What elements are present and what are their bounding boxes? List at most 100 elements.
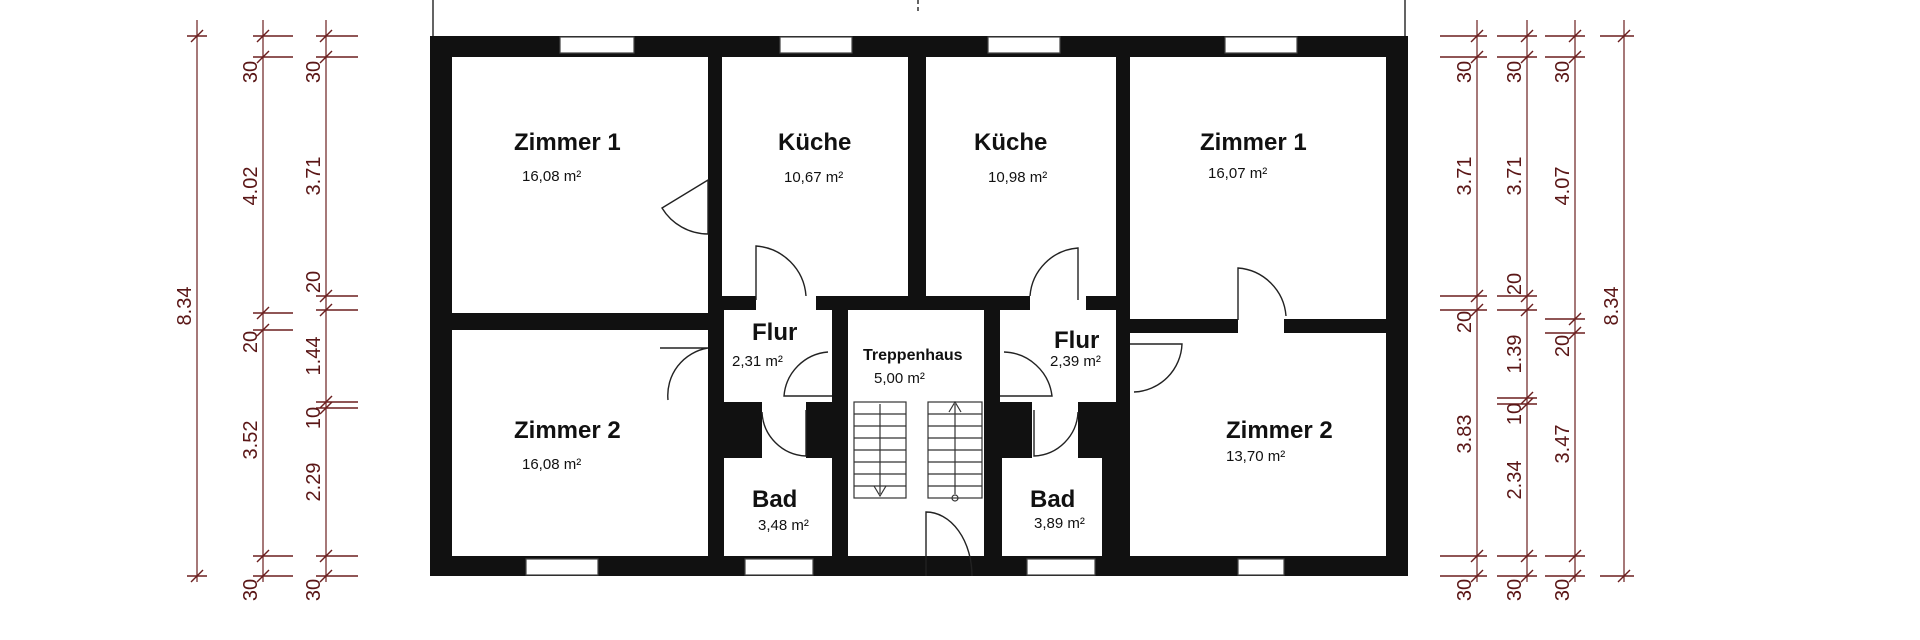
dim-label: 3.71 xyxy=(1454,157,1476,196)
opening-kueche-left xyxy=(756,250,816,310)
dim-tick xyxy=(1568,326,1582,340)
dim-tick xyxy=(190,29,204,43)
dim-label: 3.52 xyxy=(240,421,262,460)
room-area-flur-left: 2,31 m² xyxy=(732,353,783,370)
dim-label: 30 xyxy=(1454,579,1476,601)
room-flur-right xyxy=(1000,310,1116,402)
window xyxy=(1026,558,1096,576)
dim-tick xyxy=(1568,29,1582,43)
door-swing xyxy=(661,178,709,235)
room-label-bad-left: Bad xyxy=(752,486,797,513)
room-area-zimmer2-left: 16,08 m² xyxy=(522,456,581,473)
room-zimmer1-left xyxy=(452,57,708,313)
room-zimmer2-left xyxy=(452,330,708,556)
dim-label: 3.71 xyxy=(303,157,325,196)
dim-label: 20 xyxy=(1504,273,1526,295)
dim-tick xyxy=(256,50,270,64)
dim-label: 30 xyxy=(1504,61,1526,83)
room-label-zimmer2-right: Zimmer 2 xyxy=(1226,417,1333,444)
dim-label: 10 xyxy=(303,407,325,429)
dim-tick xyxy=(1568,50,1582,64)
dim-label: 30 xyxy=(1552,579,1574,601)
dim-tick xyxy=(319,549,333,563)
room-area-zimmer1-left: 16,08 m² xyxy=(522,168,581,185)
dim-label: 2.34 xyxy=(1504,461,1526,500)
door-swing xyxy=(925,511,973,577)
dim-label: 20 xyxy=(303,271,325,293)
dim-label: 30 xyxy=(240,61,262,83)
room-area-kueche-left: 10,67 m² xyxy=(784,169,843,186)
staircase xyxy=(853,400,983,502)
windows xyxy=(525,36,1298,576)
room-area-kueche-right: 10,98 m² xyxy=(988,169,1047,186)
dim-label: 3.83 xyxy=(1454,415,1476,454)
door-swing xyxy=(783,351,832,397)
room-bad-left xyxy=(724,458,832,556)
room-label-zimmer2-left: Zimmer 2 xyxy=(514,417,621,444)
dim-tick xyxy=(1520,391,1534,405)
dim-label: 30 xyxy=(1552,61,1574,83)
dim-label: 30 xyxy=(1504,579,1526,601)
dim-tick xyxy=(1470,303,1484,317)
dim-label: 4.07 xyxy=(1552,167,1574,206)
dim-tick xyxy=(319,289,333,303)
dim-tick xyxy=(1470,289,1484,303)
dim-tick xyxy=(319,395,333,409)
dim-tick xyxy=(1470,549,1484,563)
dim-tick xyxy=(1520,397,1534,411)
window xyxy=(525,558,599,576)
dim-tick xyxy=(1470,569,1484,583)
room-zimmer1-right xyxy=(1130,57,1386,319)
door-swing xyxy=(761,410,807,457)
dimension-lines xyxy=(196,20,1625,582)
dim-tick xyxy=(1470,50,1484,64)
room-label-flur-left: Flur xyxy=(752,319,797,346)
dim-label: 8.34 xyxy=(1601,287,1623,326)
room-bad-right xyxy=(1002,458,1102,556)
dim-label: 20 xyxy=(240,331,262,353)
dim-tick xyxy=(1520,303,1534,317)
dim-label: 30 xyxy=(1454,61,1476,83)
dim-tick xyxy=(1617,29,1631,43)
room-label-zimmer1-right: Zimmer 1 xyxy=(1200,129,1307,156)
dimension-ticks xyxy=(187,29,1634,583)
room-label-kueche-right: Küche xyxy=(974,129,1047,156)
door-swing xyxy=(660,347,709,401)
dim-tick xyxy=(1520,569,1534,583)
dim-label: 1.39 xyxy=(1504,335,1526,374)
dim-tick xyxy=(1520,289,1534,303)
dim-tick xyxy=(256,306,270,320)
room-area-zimmer1-right: 16,07 m² xyxy=(1208,165,1267,182)
dim-tick xyxy=(1520,549,1534,563)
room-area-flur-right: 2,39 m² xyxy=(1050,353,1101,370)
room-label-zimmer1-left: Zimmer 1 xyxy=(514,129,621,156)
room-label-treppenhaus: Treppenhaus xyxy=(863,347,963,364)
dim-tick xyxy=(190,569,204,583)
stair-arrow-head-down xyxy=(873,485,887,498)
room-flur-left xyxy=(724,310,832,402)
door-swing xyxy=(1000,351,1053,397)
room-area-treppenhaus: 5,00 m² xyxy=(874,370,925,387)
room-label-kueche-left: Küche xyxy=(778,129,851,156)
dim-tick xyxy=(1568,569,1582,583)
dim-tick xyxy=(256,569,270,583)
dim-tick xyxy=(1568,312,1582,326)
room-treppenhaus xyxy=(848,310,984,556)
opening-kueche-right xyxy=(1030,250,1086,310)
door-swing xyxy=(755,245,807,300)
dim-tick xyxy=(1470,29,1484,43)
dim-label: 20 xyxy=(1454,311,1476,333)
dim-tick xyxy=(319,50,333,64)
room-area-bad-right: 3,89 m² xyxy=(1034,515,1085,532)
dim-tick xyxy=(256,549,270,563)
dim-label: 30 xyxy=(303,579,325,601)
dim-label: 10 xyxy=(1504,403,1526,425)
dim-label: 30 xyxy=(240,579,262,601)
window xyxy=(1224,36,1298,54)
dim-tick xyxy=(1568,549,1582,563)
dim-label: 3.47 xyxy=(1552,425,1574,464)
room-zimmer2-right xyxy=(1130,333,1386,556)
door-swing xyxy=(1237,267,1287,320)
room-label-bad-right: Bad xyxy=(1030,486,1075,513)
window xyxy=(987,36,1061,54)
